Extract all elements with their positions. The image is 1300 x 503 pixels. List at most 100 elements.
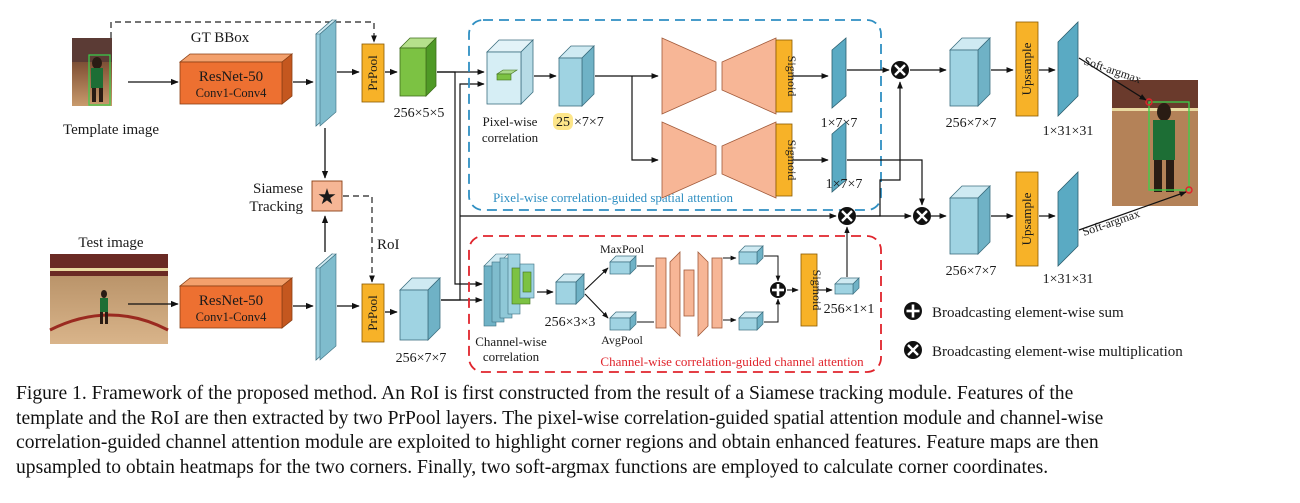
sigmoid-lower-block <box>775 123 793 197</box>
test-resnet-title: ResNet-50 <box>199 293 263 309</box>
hourglass-upper <box>661 37 717 115</box>
to-avgpool-arrow <box>584 293 609 319</box>
soft-argmax-upper-arrow <box>1078 57 1147 101</box>
sigmoid-upper-label: Sigmoid <box>785 56 799 97</box>
dim-256x1x1: 256×1×1 <box>824 302 875 317</box>
test-prpool-label: PrPool <box>365 295 380 331</box>
upsample-lower-block <box>1015 171 1039 267</box>
template-prpool-block <box>361 43 385 103</box>
map-1x7x7-upper <box>831 37 847 109</box>
upper-to-sum <box>764 255 781 282</box>
hourglass-lower-right <box>721 121 777 199</box>
caption-line-4: upsampled to obtain heatmaps for the two… <box>16 456 1049 478</box>
roi-label: RoI <box>377 237 400 253</box>
spatial-lower-to-mult <box>847 159 925 206</box>
spatial-attention-module <box>468 19 882 211</box>
figure-caption: Figure 1. Framework of the proposed meth… <box>16 382 1284 480</box>
dim-25-prefix: 25 <box>556 115 570 130</box>
map-1x7x7-lower <box>831 121 847 193</box>
dim-25-highlight <box>553 113 573 130</box>
caption-line-3: correlation-guided channel attention mod… <box>16 432 1099 453</box>
feature-256x7x7-out-lower <box>949 185 991 255</box>
feature-256x7x7-out-upper <box>949 37 991 107</box>
channel-out-to-upper-mult <box>857 81 903 217</box>
mult-operator-channel-icon <box>838 207 856 225</box>
legend-mult-label: Broadcasting element-wise multiplication <box>932 344 1183 360</box>
roi-arrow <box>343 195 375 283</box>
upsample-upper-label: Upsample <box>1019 42 1034 95</box>
dim-1x31x31-lower: 1×31×31 <box>1043 272 1094 287</box>
sigmoid-upper-block <box>775 39 793 113</box>
dim-1x7x7-upper: 1×7×7 <box>821 116 858 131</box>
test-resnet-sub: Conv1-Conv4 <box>196 310 268 324</box>
hourglass-lower <box>661 121 717 199</box>
test-feature-map <box>315 253 337 361</box>
dim-256x7x7-roi: 256×7×7 <box>396 351 447 366</box>
template-resnet-block <box>178 53 294 105</box>
mlp-out-upper <box>738 245 764 265</box>
dim-256x7x7-out-upper: 256×7×7 <box>946 116 997 131</box>
siamese-label-1: Siamese <box>253 181 303 197</box>
legend-sum-label: Broadcasting element-wise sum <box>932 305 1124 321</box>
template-prpool-label: PrPool <box>365 55 380 91</box>
soft-argmax-lower-arrow <box>1078 191 1187 231</box>
test-image-label: Test image <box>78 235 144 251</box>
channel-attention-title: Channel-wise correlation-guided channel … <box>600 354 864 369</box>
roi-feat-to-pixel-corr <box>441 81 485 301</box>
pixel-wise-label-2: correlation <box>482 130 539 145</box>
lower-to-sum <box>764 298 781 323</box>
legend-mult-icon <box>904 341 922 359</box>
channel-wise-label-2: correlation <box>483 349 540 364</box>
sigmoid-channel-block <box>800 253 818 327</box>
dim-1x31x31-upper: 1×31×31 <box>1043 124 1094 139</box>
sigmoid-channel-label: Sigmoid <box>810 270 824 311</box>
pixel-wise-correlation-block <box>486 39 534 105</box>
avgpool-feature <box>609 311 637 331</box>
template-image-label: Template image <box>63 122 159 138</box>
dim-256x3x3: 256×3×3 <box>545 315 596 330</box>
avgpool-label: AvgPool <box>601 333 643 347</box>
sigmoid-lower-label: Sigmoid <box>785 140 799 181</box>
template-image <box>72 38 112 106</box>
siamese-tracking-block <box>311 180 343 212</box>
channel-wise-label-1: Channel-wise <box>475 334 547 349</box>
feature-256x1x1 <box>834 277 860 295</box>
sum-operator-icon <box>770 282 786 298</box>
upsample-lower-label: Upsample <box>1019 192 1034 245</box>
shared-mlp-block <box>655 251 723 337</box>
star-icon: ★ <box>317 184 337 209</box>
hourglass-upper-right <box>721 37 777 115</box>
siamese-label-2: Tracking <box>249 199 303 215</box>
feature-25x7x7 <box>558 45 595 107</box>
caption-line-1: Figure 1. Framework of the proposed meth… <box>16 383 1074 404</box>
soft-argmax-lower-label: Soft-argmax <box>1080 206 1141 239</box>
to-hourglass-lower <box>631 76 659 163</box>
maxpool-feature <box>609 255 637 275</box>
test-image <box>49 254 169 344</box>
output-image <box>1112 80 1198 206</box>
feature-256x5x5 <box>399 37 437 97</box>
dim-256x5x5: 256×5×5 <box>394 106 445 121</box>
feature-256x7x7-roi <box>399 277 441 341</box>
legend-sum-icon <box>904 302 922 320</box>
heatmap-1x31x31-lower <box>1057 171 1079 267</box>
mult-operator-lower-icon <box>913 207 931 225</box>
test-resnet-block <box>178 277 294 329</box>
heatmap-1x31x31-upper <box>1057 21 1079 117</box>
caption-line-2: template and the RoI are then extracted … <box>16 407 1104 429</box>
channel-attention-module <box>468 235 882 373</box>
to-maxpool-arrow <box>584 267 609 291</box>
pixel-wise-label-1: Pixel-wise <box>483 114 538 129</box>
framework-diagram: Template image GT BBox ResNet-50 Conv1-C… <box>49 19 1198 373</box>
dim-256x7x7-out-lower: 256×7×7 <box>946 264 997 279</box>
template-resnet-title: ResNet-50 <box>199 69 263 85</box>
mlp-out-lower <box>738 311 764 331</box>
dim-1x7x7-lower: 1×7×7 <box>826 177 863 192</box>
maxpool-label: MaxPool <box>600 242 645 256</box>
dim-25-suffix: ×7×7 <box>574 115 604 130</box>
gt-bbox-label: GT BBox <box>191 30 250 46</box>
template-feature-map <box>315 19 337 127</box>
spatial-attention-title: Pixel-wise correlation-guided spatial at… <box>493 190 734 205</box>
template-resnet-sub: Conv1-Conv4 <box>196 86 268 100</box>
feature-256x3x3 <box>555 273 585 305</box>
